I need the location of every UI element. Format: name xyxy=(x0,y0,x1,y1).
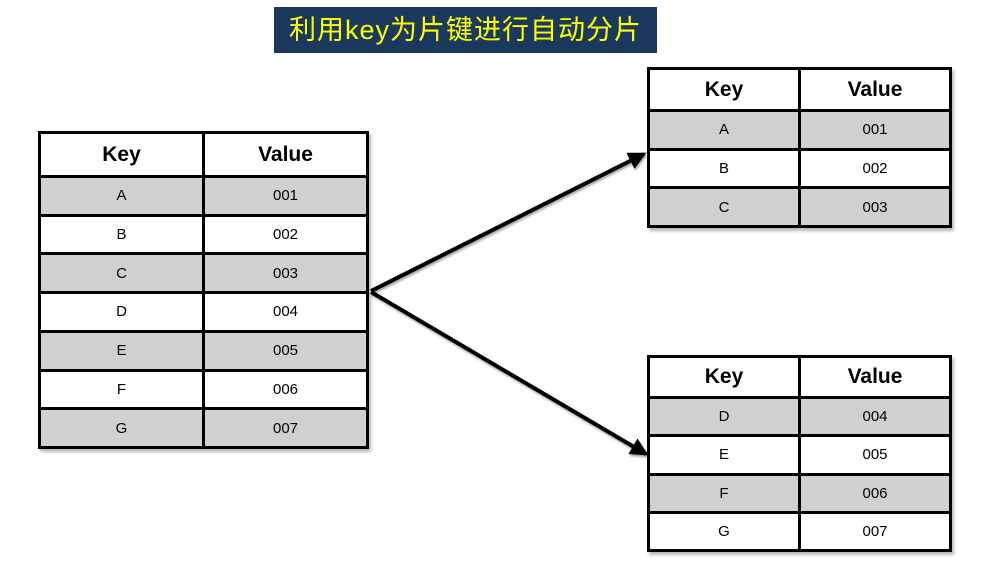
value-cell: 004 xyxy=(202,291,369,333)
key-cell: C xyxy=(647,186,801,228)
key-cell: A xyxy=(38,175,205,217)
value-cell: 001 xyxy=(202,175,369,217)
header-row: Key Value xyxy=(647,67,952,112)
value-cell: 007 xyxy=(202,407,369,449)
value-cell: 001 xyxy=(798,109,952,151)
key-cell: A xyxy=(647,109,801,151)
key-cell: G xyxy=(647,510,801,553)
key-column-header: Key xyxy=(38,131,205,178)
key-column-header: Key xyxy=(647,67,801,112)
arrow-to-shard-top-icon xyxy=(370,152,647,293)
key-cell: G xyxy=(38,407,205,449)
shard-bottom-table-header: Key Value xyxy=(647,355,952,399)
header-row: Key Value xyxy=(647,355,952,399)
key-cell: B xyxy=(647,147,801,190)
value-column-header: Value xyxy=(798,67,952,112)
key-column-header: Key xyxy=(647,355,801,399)
key-cell: B xyxy=(38,213,205,256)
diagram-title: 利用key为片键进行自动分片 xyxy=(274,7,657,53)
key-cell: D xyxy=(38,291,205,333)
arrow-to-shard-bottom-icon xyxy=(369,290,649,456)
value-column-header: Value xyxy=(798,355,952,399)
value-cell: 002 xyxy=(202,213,369,256)
key-cell: C xyxy=(38,252,205,295)
value-cell: 005 xyxy=(202,329,369,372)
value-cell: 005 xyxy=(798,434,952,476)
value-cell: 006 xyxy=(798,472,952,514)
shard-top-table-header: Key Value xyxy=(647,67,952,112)
value-cell: 002 xyxy=(798,147,952,190)
value-cell: 003 xyxy=(798,186,952,228)
value-cell: 006 xyxy=(202,368,369,411)
header-row: Key Value xyxy=(38,131,369,178)
value-column-header: Value xyxy=(202,131,369,178)
value-cell: 004 xyxy=(798,395,952,438)
key-cell: D xyxy=(647,395,801,438)
key-cell: F xyxy=(38,368,205,411)
key-cell: E xyxy=(647,434,801,476)
key-cell: F xyxy=(647,472,801,514)
key-cell: E xyxy=(38,329,205,372)
value-cell: 003 xyxy=(202,252,369,295)
value-cell: 007 xyxy=(798,510,952,553)
source-table-header: Key Value xyxy=(38,131,369,178)
